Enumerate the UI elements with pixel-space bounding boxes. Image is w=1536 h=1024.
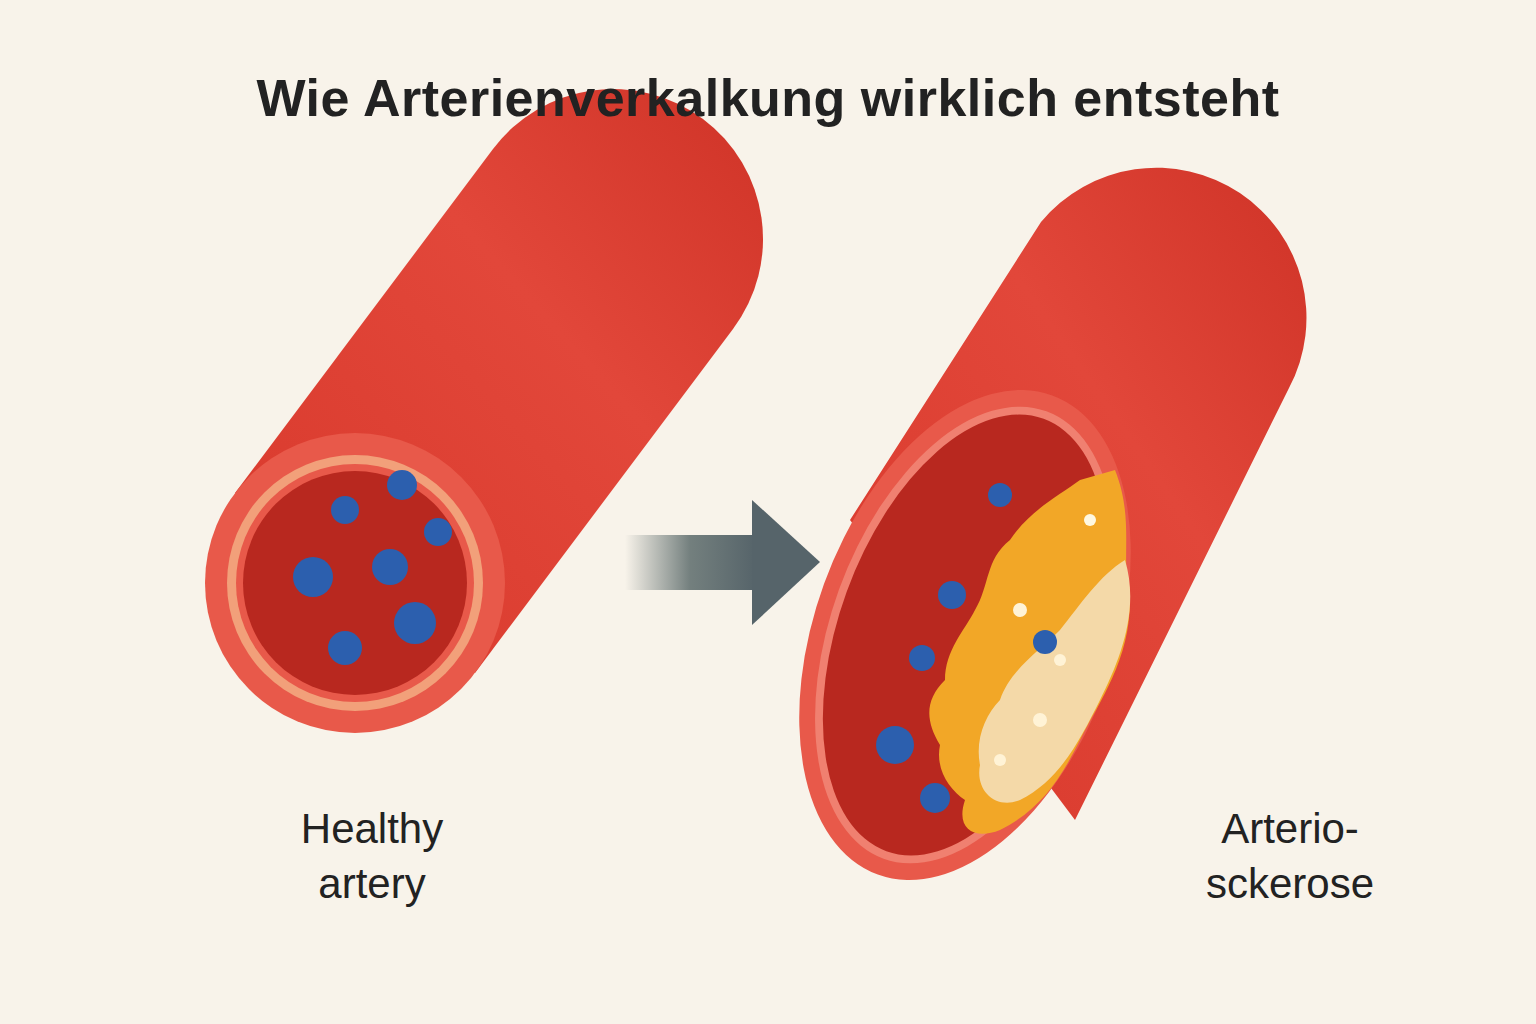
diseased-artery xyxy=(737,168,1307,926)
artery-label: Arterio- sckerose xyxy=(1175,802,1405,911)
diagram-title: Wie Arterienverkalkung wirklich entsteht xyxy=(0,68,1536,128)
healthy-artery xyxy=(205,89,763,733)
artery-label: Healthy artery xyxy=(257,802,487,911)
progress-arrow xyxy=(625,500,820,625)
